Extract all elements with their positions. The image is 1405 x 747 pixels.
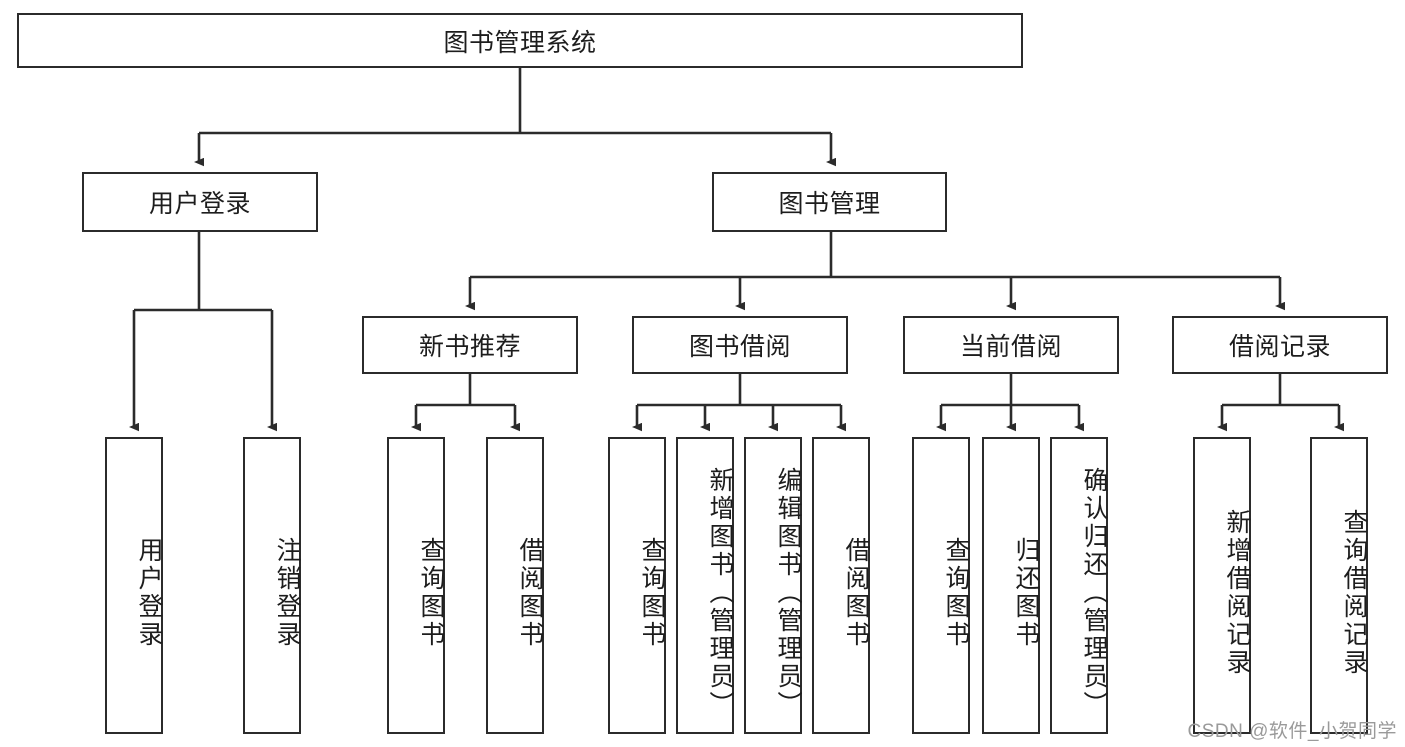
leaf-query-book-new[interactable]: 查询图书 — [387, 437, 445, 734]
leaf-label: 查询图书 — [942, 536, 970, 649]
leaf-user-logout[interactable]: 注销登录 — [243, 437, 301, 734]
leaf-label: 查询图书 — [638, 536, 666, 649]
node-new-book-recommend-label: 新书推荐 — [418, 333, 521, 361]
node-book-borrow-label: 图书借阅 — [688, 333, 791, 361]
leaf-borrow-book-new[interactable]: 借阅图书 — [486, 437, 544, 734]
node-user-login[interactable]: 用户登录 — [82, 172, 318, 232]
node-current-borrow-label: 当前借阅 — [959, 333, 1062, 361]
leaf-query-book-current[interactable]: 查询图书 — [912, 437, 970, 734]
leaf-label: 注销登录 — [273, 536, 301, 649]
node-current-borrow[interactable]: 当前借阅 — [903, 316, 1119, 374]
node-root[interactable]: 图书管理系统 — [17, 13, 1023, 68]
node-borrow-record[interactable]: 借阅记录 — [1172, 316, 1388, 374]
node-user-login-label: 用户登录 — [148, 190, 251, 218]
leaf-add-book-admin[interactable]: 新增图书（管理员） — [676, 437, 734, 734]
leaf-label: 查询图书 — [417, 536, 445, 649]
node-book-management[interactable]: 图书管理 — [712, 172, 947, 232]
leaf-borrow-book[interactable]: 借阅图书 — [812, 437, 870, 734]
leaf-label: 新增借阅记录 — [1223, 508, 1251, 677]
node-borrow-record-label: 借阅记录 — [1228, 333, 1331, 361]
leaf-label: 新增图书（管理员） — [706, 466, 734, 719]
leaf-label: 编辑图书（管理员） — [774, 466, 802, 719]
leaf-label: 用户登录 — [135, 536, 163, 649]
node-new-book-recommend[interactable]: 新书推荐 — [362, 316, 578, 374]
leaf-label: 借阅图书 — [842, 536, 870, 649]
leaf-add-borrow-record[interactable]: 新增借阅记录 — [1193, 437, 1251, 734]
leaf-edit-book-admin[interactable]: 编辑图书（管理员） — [744, 437, 802, 734]
leaf-label: 归还图书 — [1012, 536, 1040, 649]
leaf-confirm-return-admin[interactable]: 确认归还（管理员） — [1050, 437, 1108, 734]
watermark: CSDN @软件_小贺同学 — [1187, 721, 1397, 742]
leaf-label: 借阅图书 — [516, 536, 544, 649]
node-book-management-label: 图书管理 — [778, 190, 881, 218]
node-book-borrow[interactable]: 图书借阅 — [632, 316, 848, 374]
node-root-label: 图书管理系统 — [443, 28, 597, 57]
leaf-label: 确认归还（管理员） — [1080, 466, 1108, 719]
leaf-query-book-borrow[interactable]: 查询图书 — [608, 437, 666, 734]
leaf-label: 查询借阅记录 — [1340, 508, 1368, 677]
leaf-user-login[interactable]: 用户登录 — [105, 437, 163, 734]
leaf-query-borrow-record[interactable]: 查询借阅记录 — [1310, 437, 1368, 734]
leaf-return-book[interactable]: 归还图书 — [982, 437, 1040, 734]
